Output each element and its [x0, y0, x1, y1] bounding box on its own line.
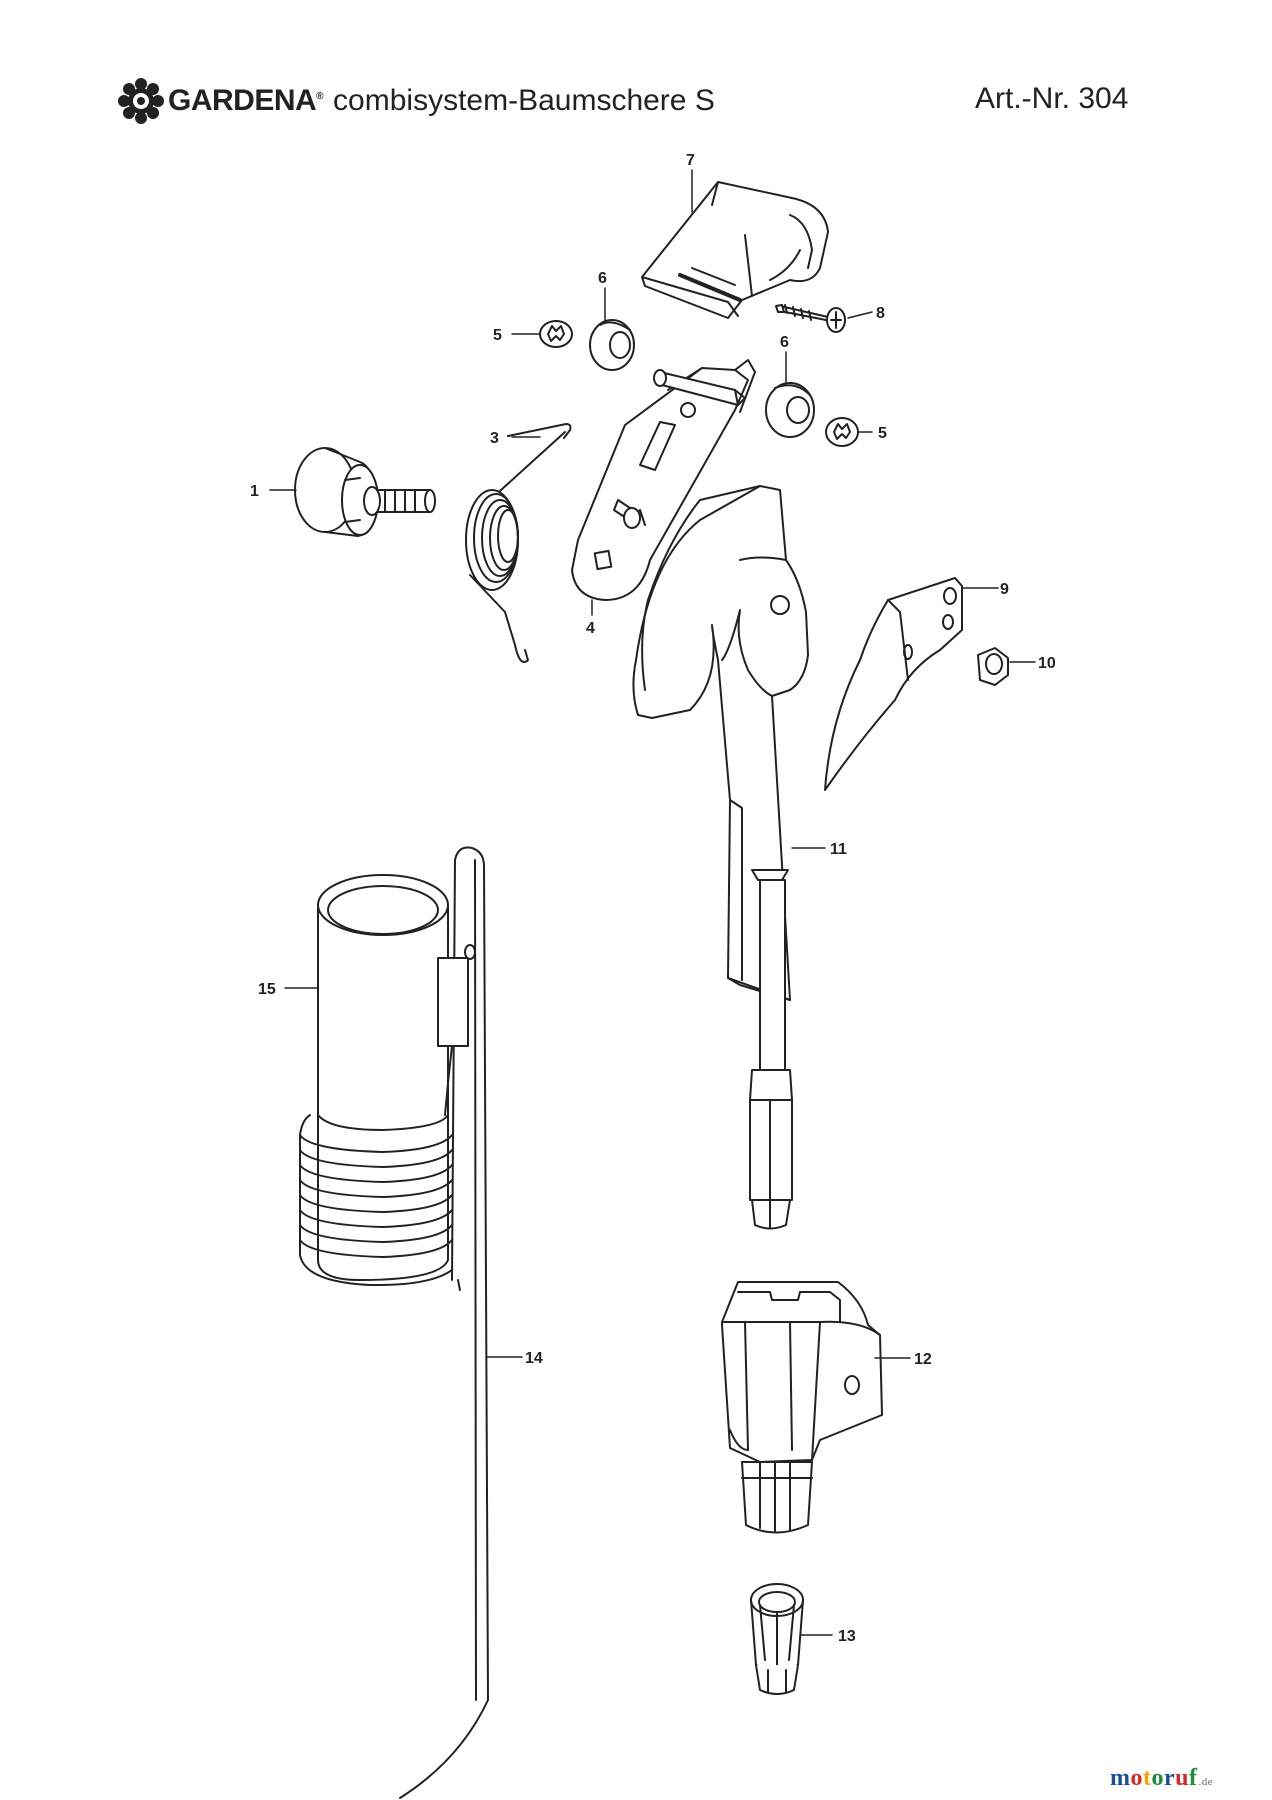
- callout-7: 7: [686, 152, 695, 169]
- article-number: Art.-Nr. 304: [975, 82, 1129, 115]
- part-15-tube: [299, 874, 453, 1287]
- part-6-bushing-left: [589, 319, 635, 371]
- part-5-washer-left: [539, 320, 573, 348]
- part-14-wire: [399, 846, 489, 1799]
- callout-11: 11: [830, 841, 847, 858]
- callout-6-right: 6: [780, 334, 789, 351]
- part-3-spring: [465, 423, 572, 664]
- leader-8: [847, 311, 873, 319]
- watermark-letters: motoruf: [1110, 1765, 1198, 1791]
- brand-text: GARDENA: [168, 84, 317, 117]
- callout-15: 15: [258, 981, 276, 998]
- part-7-cap: [641, 181, 829, 319]
- watermark-letter: o: [1151, 1765, 1164, 1791]
- callout-5-right: 5: [878, 425, 887, 442]
- callout-13: 13: [838, 1628, 856, 1645]
- part-5-washer-right: [825, 417, 859, 447]
- watermark-letter: m: [1110, 1765, 1131, 1791]
- watermark-letter: u: [1175, 1765, 1190, 1791]
- watermark-letter: r: [1164, 1765, 1176, 1791]
- watermark-suffix: .de: [1198, 1776, 1214, 1788]
- motoruf-watermark: motoruf.de: [1110, 1765, 1213, 1792]
- part-11-shaft: [749, 869, 793, 1230]
- part-4-lever: [571, 359, 756, 601]
- part-13-plug: [750, 1583, 804, 1695]
- watermark-letter: t: [1143, 1765, 1152, 1791]
- part-1-axle: [294, 447, 436, 537]
- callout-14: 14: [525, 1350, 543, 1367]
- callout-8: 8: [876, 305, 885, 322]
- part-9-blade: [824, 577, 963, 791]
- callout-6-left: 6: [598, 270, 607, 287]
- product-title: combisystem-Baumschere S: [333, 84, 715, 117]
- callout-labels: 1 3 4 5 5 6 6 7 8 9 10 11 12 13 14 15: [250, 152, 1056, 1645]
- leader-lines: [269, 169, 1036, 1636]
- callout-1: 1: [250, 483, 259, 500]
- callout-9: 9: [1000, 581, 1009, 598]
- gardena-flower-logo-icon: [118, 78, 164, 124]
- part-6-bushing-right: [765, 382, 815, 438]
- watermark-letter: o: [1130, 1765, 1143, 1791]
- part-8-screw: [775, 304, 846, 333]
- part-12-clamp: [721, 1281, 883, 1534]
- callout-5-left: 5: [493, 327, 502, 344]
- callout-12: 12: [914, 1351, 932, 1368]
- callout-3: 3: [490, 430, 499, 447]
- page-header: GARDENA® combisystem-Baumschere S Art.-N…: [0, 0, 1272, 200]
- callout-4: 4: [586, 620, 595, 637]
- watermark-letter: f: [1189, 1765, 1198, 1791]
- brand: GARDENA® combisystem-Baumschere S: [118, 78, 715, 124]
- brand-registered-mark: ®: [316, 91, 324, 102]
- part-10-nut: [977, 647, 1009, 686]
- callout-10: 10: [1038, 655, 1056, 672]
- brand-name: GARDENA®: [168, 84, 324, 118]
